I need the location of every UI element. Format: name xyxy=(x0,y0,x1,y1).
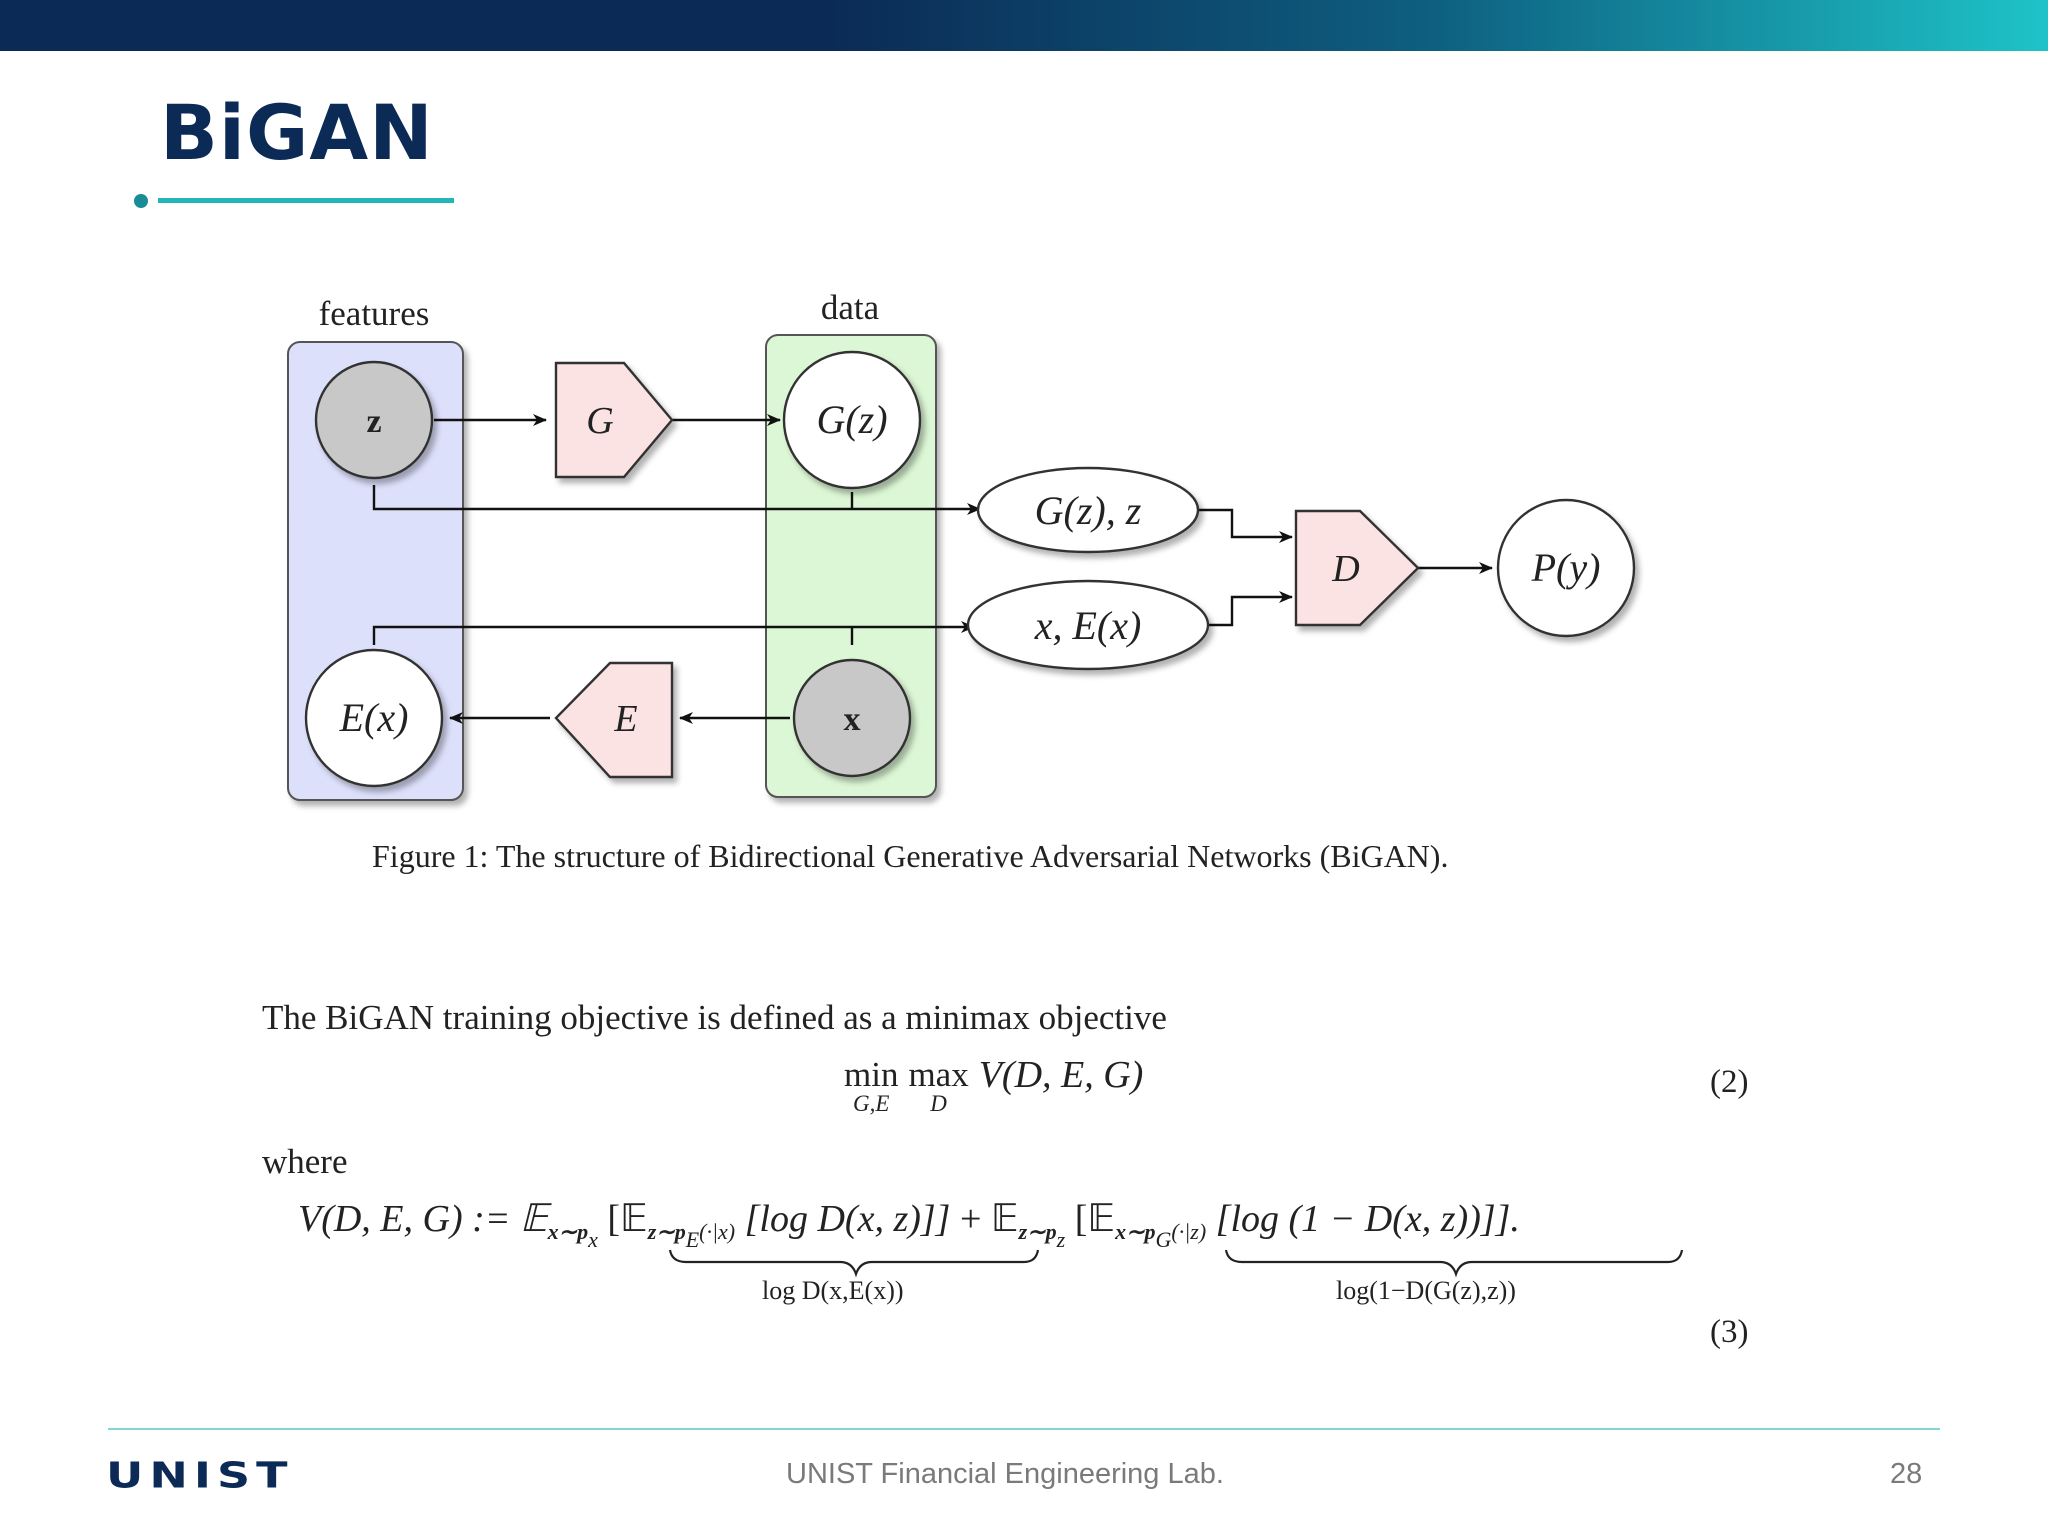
data-label: data xyxy=(821,288,880,327)
equation-2: min G,E max D V(D, E, G) xyxy=(844,1054,1144,1116)
node-Gz-label: G(z) xyxy=(816,397,887,442)
unist-logo: UNIST xyxy=(106,1454,294,1497)
equation-3: V(D, E, G) := 𝔼x∼px [𝔼z∼pE(·|x) [log D(x… xyxy=(298,1196,1520,1253)
eq3-sub4: x∼pG(·|z) xyxy=(1115,1219,1207,1252)
node-G-label: G xyxy=(586,400,613,442)
title-bullet-dot xyxy=(134,194,148,208)
node-Ex-label: E(x) xyxy=(339,695,409,740)
edge-z-to-Gz-z-pair xyxy=(372,485,981,515)
node-Py xyxy=(1496,498,1636,638)
eq3-inner2: [𝔼 xyxy=(1074,1198,1116,1240)
underbrace-2 xyxy=(1224,1249,1684,1278)
node-D xyxy=(1294,509,1420,627)
intro-text: The BiGAN training objective is defined … xyxy=(262,998,1167,1037)
eq2-min-sub: G,E xyxy=(853,1091,890,1116)
edge-pair1-to-D xyxy=(1198,508,1293,543)
footer-lab-name: UNIST Financial Engineering Lab. xyxy=(786,1458,1224,1490)
node-E xyxy=(554,661,674,779)
node-G xyxy=(554,361,674,479)
eq2-body: V(D, E, G) xyxy=(978,1054,1144,1096)
edge-pair2-to-D xyxy=(1208,591,1293,627)
node-z-label: z xyxy=(366,403,381,440)
eq2-max: max xyxy=(908,1055,969,1094)
node-Gz-z-pair-label: G(z), z xyxy=(1035,488,1142,533)
eq3-lhs: V(D, E, G) := 𝔼 xyxy=(298,1198,548,1240)
underbrace-1-label: log D(x,E(x)) xyxy=(762,1276,904,1305)
node-x xyxy=(792,658,912,778)
node-x-Ex-pair xyxy=(966,579,1210,671)
eq2-min-operator: min G,E xyxy=(844,1055,899,1116)
eq3-sub1: x∼px xyxy=(547,1219,598,1252)
eq3-term2: [log (1 − D(x, z))]]. xyxy=(1215,1198,1520,1240)
node-x-Ex-pair-label: x, E(x) xyxy=(1034,603,1142,648)
edge-Ex-to-x-Ex-pair xyxy=(372,621,975,645)
slide-title: BiGAN xyxy=(160,88,434,177)
footer-divider xyxy=(108,1428,1940,1430)
eq3-plus: + 𝔼 xyxy=(950,1198,1019,1240)
eq3-inner1: [𝔼 xyxy=(607,1198,648,1240)
eq3-sub2: z∼pE(·|x) xyxy=(647,1219,736,1252)
eq3-sub3: z∼pz xyxy=(1018,1219,1066,1252)
eq2-min: min xyxy=(844,1055,899,1094)
node-E-label: E xyxy=(613,698,637,740)
eq2-max-operator: max D xyxy=(908,1055,969,1116)
eq2-number: (2) xyxy=(1710,1064,1749,1100)
figure-caption: Figure 1: The structure of Bidirectional… xyxy=(372,838,1449,874)
node-D-label: D xyxy=(1331,548,1359,590)
features-label: features xyxy=(319,294,430,333)
underbrace-2-label: log(1−D(G(z),z)) xyxy=(1336,1276,1516,1305)
node-z xyxy=(314,360,434,480)
where-text: where xyxy=(262,1142,348,1181)
top-banner xyxy=(0,0,2048,51)
page-number: 28 xyxy=(1890,1458,1923,1490)
bigan-diagram: features data z G G(z) G(z), z x, E(x) D… xyxy=(287,288,1636,801)
node-Gz xyxy=(782,350,922,490)
eq3-term1: [log D(x, z)]] xyxy=(744,1198,951,1240)
node-Py-label: P(y) xyxy=(1531,545,1601,590)
node-Ex xyxy=(304,648,444,788)
eq2-max-sub: D xyxy=(930,1091,947,1116)
node-x-label: x xyxy=(844,701,861,738)
title-underline xyxy=(158,198,454,203)
eq3-number: (3) xyxy=(1710,1314,1749,1350)
node-Gz-z-pair xyxy=(976,466,1200,554)
underbrace-1 xyxy=(668,1249,1040,1278)
